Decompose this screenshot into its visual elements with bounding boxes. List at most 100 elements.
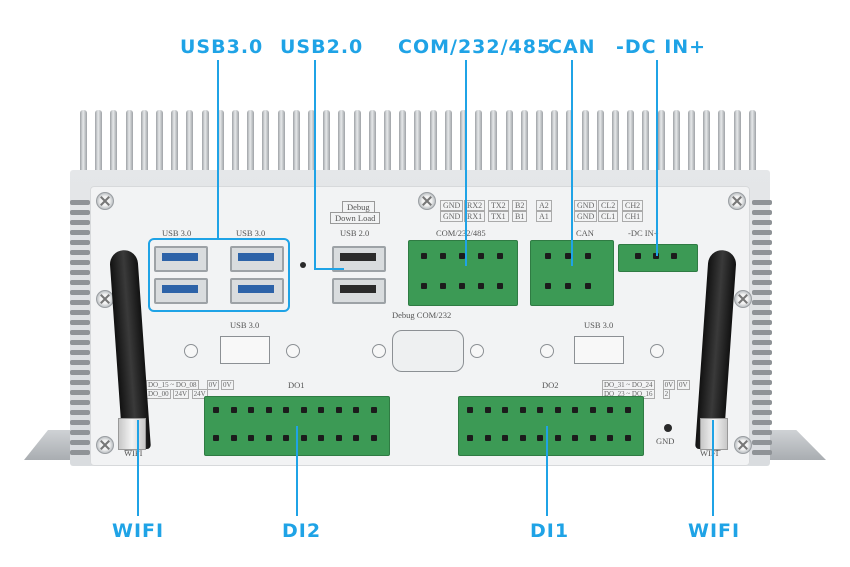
usb30-port[interactable] — [230, 246, 284, 272]
terminal-pin — [248, 435, 254, 441]
usb20-port[interactable] — [332, 246, 386, 272]
heatsink-fin — [247, 110, 255, 172]
pin-legend-cell: A1 — [536, 211, 552, 222]
wifi-connector-left[interactable] — [118, 418, 146, 450]
heatsink-fins — [80, 110, 760, 172]
side-vent — [752, 420, 772, 425]
terminal-pin — [484, 435, 491, 441]
leader-usb30 — [217, 60, 219, 238]
heatsink-fin — [429, 110, 437, 172]
dcin-callout: -DC IN+ — [616, 36, 707, 58]
terminal-pin — [300, 407, 307, 413]
pin-legend-cell: CL1 — [598, 211, 619, 222]
leader-wifi-right — [712, 420, 714, 516]
can-callout: CAN — [548, 36, 596, 58]
terminal-pin — [671, 253, 677, 259]
debug-com-port[interactable] — [392, 330, 464, 372]
side-vent — [70, 300, 90, 305]
terminal-pin — [585, 253, 591, 259]
usb30-port[interactable] — [154, 278, 208, 304]
pin-legend-cell: TX2 — [488, 200, 509, 211]
usb30-label-d: USB 3.0 — [584, 320, 614, 330]
usb30-port[interactable] — [154, 246, 208, 272]
com-terminal-block[interactable] — [408, 240, 518, 306]
side-vent — [752, 440, 772, 445]
terminal-pin — [572, 435, 578, 441]
side-vent — [70, 440, 90, 445]
usb20-label: USB 2.0 — [340, 228, 370, 238]
do2-di1-terminal-block[interactable] — [458, 396, 644, 456]
leader-wifi-left — [137, 420, 139, 516]
usb20-port[interactable] — [332, 278, 386, 304]
side-vent — [752, 330, 772, 335]
side-vent — [70, 360, 90, 365]
heatsink-fin — [733, 110, 741, 172]
side-vent — [70, 430, 90, 435]
usb30-port-covered[interactable] — [574, 336, 624, 364]
gnd-terminal-icon[interactable] — [664, 424, 672, 432]
heatsink-fin — [505, 110, 513, 172]
heatsink-fin — [718, 110, 726, 172]
heatsink-fin — [581, 110, 589, 172]
heatsink-fin — [232, 110, 239, 172]
pin-legend-cell: CH1 — [622, 211, 644, 222]
heatsink-fin — [642, 110, 650, 172]
do2-label: DO2 — [542, 380, 559, 390]
heatsink-fin — [748, 110, 756, 172]
heatsink-fin — [353, 110, 361, 172]
heatsink-fin — [125, 110, 133, 172]
terminal-pin — [440, 253, 446, 259]
pin-legend-cell: RX1 — [464, 211, 486, 222]
terminal-pin — [440, 283, 446, 289]
heatsink-fin — [186, 110, 194, 172]
terminal-pin — [478, 253, 484, 259]
side-vent — [70, 240, 90, 245]
side-vent — [70, 310, 90, 315]
terminal-pin — [653, 253, 659, 259]
debug-com-label: Debug COM/232 — [392, 310, 452, 320]
heatsink-fin — [520, 110, 528, 172]
screw-icon — [728, 192, 746, 210]
side-vent — [752, 390, 772, 395]
leader-usb20-h — [314, 268, 344, 270]
dcin-terminal-block[interactable] — [618, 244, 698, 272]
mount-hole-icon — [540, 344, 554, 358]
wifi-connector-right[interactable] — [700, 418, 728, 450]
pin-legend-cell: TX1 — [488, 211, 509, 222]
heatsink-fin — [368, 110, 376, 172]
usb30-port-covered[interactable] — [220, 336, 270, 364]
pin-legend-cell: GND — [574, 200, 598, 211]
heatsink-fin — [596, 110, 604, 172]
terminal-pin — [459, 253, 465, 259]
screw-icon — [418, 192, 436, 210]
usb30-label-a: USB 3.0 — [162, 228, 192, 238]
side-vent — [752, 370, 772, 375]
terminal-pin — [478, 283, 484, 289]
heatsink-fin — [475, 110, 483, 172]
heatsink-fin — [95, 110, 103, 172]
pin-legend-cell: GND — [574, 211, 598, 222]
heatsink-fin — [414, 110, 422, 172]
side-vent — [752, 450, 772, 455]
heatsink-fin — [323, 110, 331, 172]
mount-hole-icon — [286, 344, 300, 358]
side-vent — [70, 210, 90, 215]
heatsink-fin — [703, 110, 711, 172]
heatsink-fin — [566, 110, 574, 172]
usb30-callout: USB3.0 — [180, 36, 264, 58]
heatsink-fin — [384, 110, 391, 172]
screw-icon — [734, 436, 752, 454]
pin-legend-cell: 24V — [173, 389, 190, 399]
heatsink-fin — [308, 110, 315, 172]
terminal-pin — [318, 435, 324, 441]
leader-com — [465, 60, 467, 266]
heatsink-fin — [338, 110, 346, 172]
heatsink-fin — [551, 110, 559, 172]
side-vent — [752, 430, 772, 435]
usb30-port[interactable] — [230, 278, 284, 304]
terminal-pin — [370, 435, 377, 441]
side-vent — [752, 410, 772, 415]
leader-can — [571, 60, 573, 266]
side-vent — [752, 200, 772, 205]
wifi-right-callout: WIFI — [688, 520, 741, 542]
